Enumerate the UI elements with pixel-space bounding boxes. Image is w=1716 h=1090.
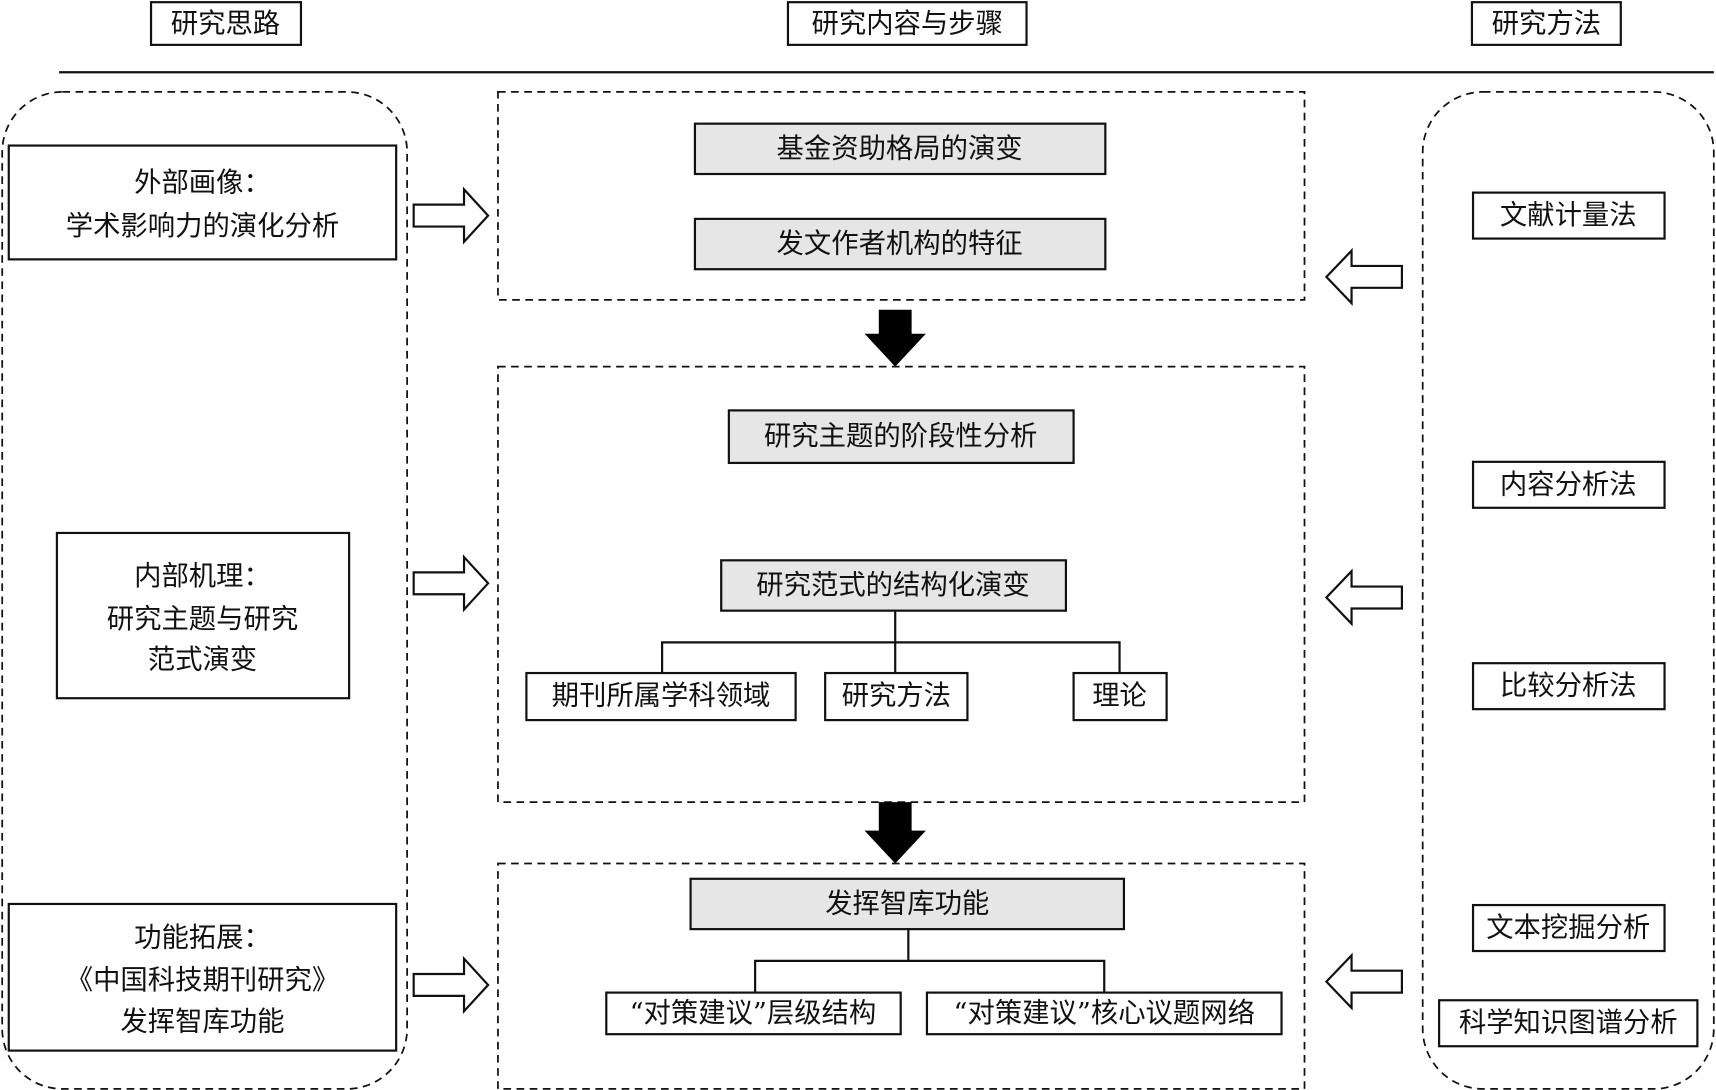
method-knowledge-map: 科学知识图谱分析 bbox=[1438, 999, 1699, 1048]
right-group-container bbox=[1421, 91, 1715, 1090]
header-research-methods: 研究方法 bbox=[1470, 1, 1622, 46]
box-label: 理论 bbox=[1092, 681, 1147, 712]
box-label: 研究方法 bbox=[842, 681, 951, 712]
method-comparative: 比较分析法 bbox=[1471, 662, 1666, 711]
tree-connector bbox=[754, 929, 1106, 993]
box-topic-analysis: 研究主题的阶段性分析 bbox=[727, 409, 1075, 465]
left-box-external: 外部画像： 学术影响力的演化分析 bbox=[7, 144, 398, 261]
left-box-internal: 内部机理： 研究主题与研究 范式演变 bbox=[55, 531, 351, 700]
hollow-arrow-left-icon bbox=[1324, 247, 1403, 306]
hollow-arrow-right-icon bbox=[412, 955, 490, 1015]
box-label: 发文作者机构的特征 bbox=[777, 229, 1023, 260]
box-label: 基金资助格局的演变 bbox=[777, 133, 1023, 164]
box-label: 研究主题的阶段性分析 bbox=[764, 421, 1037, 452]
box-author-institution: 发文作者机构的特征 bbox=[693, 217, 1107, 271]
hollow-arrow-right-icon bbox=[412, 554, 490, 613]
text-line: 内部机理： bbox=[134, 561, 271, 592]
left-box-function: 功能拓展： 《中国科技期刊研究》 发挥智库功能 bbox=[7, 902, 398, 1052]
method-text-mining: 文本挖掘分析 bbox=[1471, 903, 1666, 953]
tree-connector bbox=[661, 610, 1121, 674]
box-think-tank: 发挥智库功能 bbox=[689, 877, 1126, 931]
method-label: 文本挖掘分析 bbox=[1486, 913, 1650, 944]
box-method: 研究方法 bbox=[824, 671, 969, 722]
box-funding-evolution: 基金资助格局的演变 bbox=[693, 122, 1107, 176]
text-line: 研究主题与研究 bbox=[107, 604, 298, 635]
text-line: 外部画像： bbox=[134, 167, 271, 198]
left-group-container bbox=[1, 91, 408, 1090]
box-label: 发挥智库功能 bbox=[825, 888, 989, 919]
box-suggestion-hierarchy: “对策建议”层级结构 bbox=[605, 991, 902, 1036]
text-line: 范式演变 bbox=[148, 644, 257, 675]
header-label: 研究方法 bbox=[1492, 9, 1601, 40]
solid-arrow-down-icon bbox=[864, 309, 926, 367]
stage1-container bbox=[497, 91, 1306, 301]
header-research-approach: 研究思路 bbox=[149, 1, 303, 46]
text-line: 《中国科技期刊研究》 bbox=[66, 965, 339, 996]
method-bibliometrics: 文献计量法 bbox=[1471, 191, 1666, 240]
box-discipline: 期刊所属学科领域 bbox=[525, 671, 797, 722]
stage3-container bbox=[497, 862, 1306, 1090]
method-label: 文献计量法 bbox=[1500, 200, 1637, 231]
solid-arrow-down-icon bbox=[864, 802, 926, 864]
text-line: 学术影响力的演化分析 bbox=[66, 211, 339, 242]
text-line: 功能拓展： bbox=[134, 922, 271, 953]
text-line: 发挥智库功能 bbox=[120, 1007, 284, 1038]
box-label: “对策建议”核心议题网络 bbox=[954, 998, 1255, 1029]
method-content-analysis: 内容分析法 bbox=[1471, 460, 1666, 509]
box-label: “对策建议”层级结构 bbox=[630, 998, 877, 1029]
hollow-arrow-left-icon bbox=[1324, 952, 1403, 1011]
box-paradigm-evolution: 研究范式的结构化演变 bbox=[720, 559, 1068, 612]
hollow-arrow-left-icon bbox=[1324, 568, 1403, 627]
hollow-arrow-right-icon bbox=[412, 186, 490, 245]
box-label: 期刊所属学科领域 bbox=[552, 681, 771, 712]
method-label: 比较分析法 bbox=[1500, 671, 1637, 702]
box-label: 研究范式的结构化演变 bbox=[756, 570, 1029, 601]
header-label: 研究思路 bbox=[171, 9, 280, 40]
box-suggestion-network: “对策建议”核心议题网络 bbox=[925, 991, 1283, 1036]
box-theory: 理论 bbox=[1072, 671, 1168, 722]
method-label: 内容分析法 bbox=[1500, 469, 1637, 500]
header-label: 研究内容与步骤 bbox=[812, 9, 1003, 40]
method-label: 科学知识图谱分析 bbox=[1459, 1008, 1678, 1039]
header-research-content: 研究内容与步骤 bbox=[786, 1, 1028, 46]
